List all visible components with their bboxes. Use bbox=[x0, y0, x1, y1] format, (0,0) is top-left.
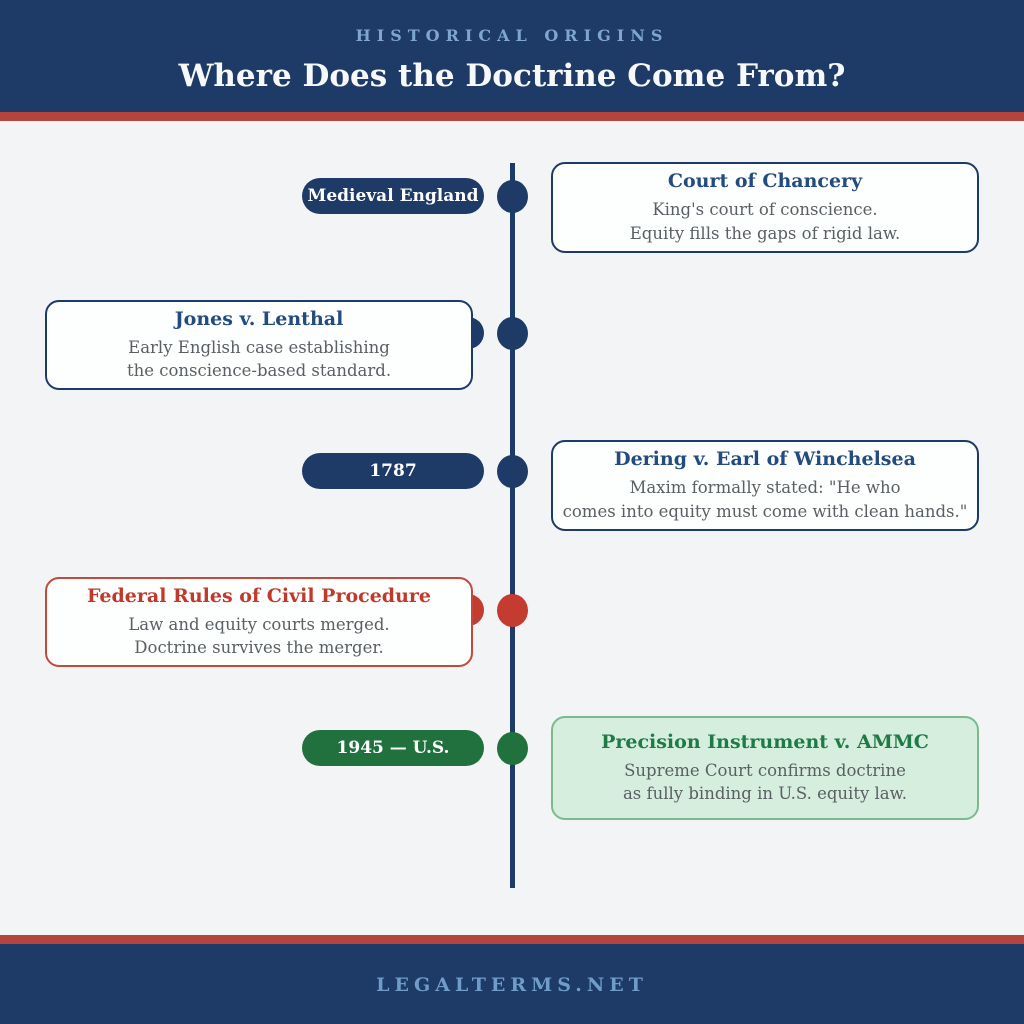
timeline-dot-4 bbox=[497, 594, 528, 627]
timeline-card-federal-rules-of-civil-procedure: Federal Rules of Civil Procedure Law and… bbox=[45, 577, 473, 667]
timeline-dot-5 bbox=[497, 732, 528, 765]
timeline-dot-3 bbox=[497, 455, 528, 488]
card-text-line: Early English case establishing bbox=[128, 337, 390, 357]
card-text-line: Maxim formally stated: "He who bbox=[629, 478, 901, 498]
timeline-card-precision-instrument-v-ammc: Precision Instrument v. AMMC Supreme Cou… bbox=[551, 716, 979, 820]
page-title: Where Does the Doctrine Come From? bbox=[178, 58, 846, 94]
card-title: Federal Rules of Civil Procedure bbox=[86, 584, 431, 607]
timeline-card-jones-v-lenthal: Jones v. Lenthal Early English case esta… bbox=[45, 300, 473, 390]
card-text-line: Doctrine survives the merger. bbox=[134, 638, 384, 657]
card-title: Dering v. Earl of Winchelsea bbox=[614, 448, 916, 471]
card-title: Jones v. Lenthal bbox=[174, 307, 344, 330]
timeline-badge-medieval-england: Medieval England bbox=[302, 178, 484, 214]
card-text-line: Supreme Court confirms doctrine bbox=[624, 760, 906, 780]
card-text-line: the conscience-based standard. bbox=[126, 361, 392, 380]
card-text-line: comes into equity must come with clean h… bbox=[562, 501, 968, 521]
timeline-badge-1787: 1787 bbox=[302, 453, 484, 489]
header-band: HISTORICAL ORIGINS Where Does the Doctri… bbox=[0, 0, 1024, 112]
footer-band: LEGALTERMS.NET bbox=[0, 944, 1024, 1024]
card-text-line: King's court of conscience. bbox=[652, 200, 878, 220]
timeline-dot-2 bbox=[497, 317, 528, 350]
top-accent-bar bbox=[0, 112, 1024, 121]
badge-label: 1945 — U.S. bbox=[336, 738, 450, 758]
timeline-spine bbox=[510, 163, 515, 888]
header-eyebrow: HISTORICAL ORIGINS bbox=[355, 26, 669, 45]
badge-label: 1787 bbox=[369, 461, 417, 481]
card-text-line: Law and equity courts merged. bbox=[128, 614, 390, 634]
site-name: LEGALTERMS.NET bbox=[376, 974, 648, 996]
timeline-card-dering-v-earl-of-winchelsea: Dering v. Earl of Winchelsea Maxim forma… bbox=[551, 440, 979, 531]
timeline-card-court-of-chancery: Court of Chancery King's court of consci… bbox=[551, 162, 979, 253]
bottom-accent-bar bbox=[0, 935, 1024, 944]
badge-label: Medieval England bbox=[307, 186, 479, 206]
timeline-dot-1 bbox=[497, 180, 528, 213]
card-title: Court of Chancery bbox=[667, 170, 863, 193]
timeline-badge-1945-us: 1945 — U.S. bbox=[302, 730, 484, 766]
card-text-line: Equity fills the gaps of rigid law. bbox=[629, 223, 901, 243]
card-title: Precision Instrument v. AMMC bbox=[601, 730, 929, 753]
card-text-line: as fully binding in U.S. equity law. bbox=[622, 784, 908, 803]
